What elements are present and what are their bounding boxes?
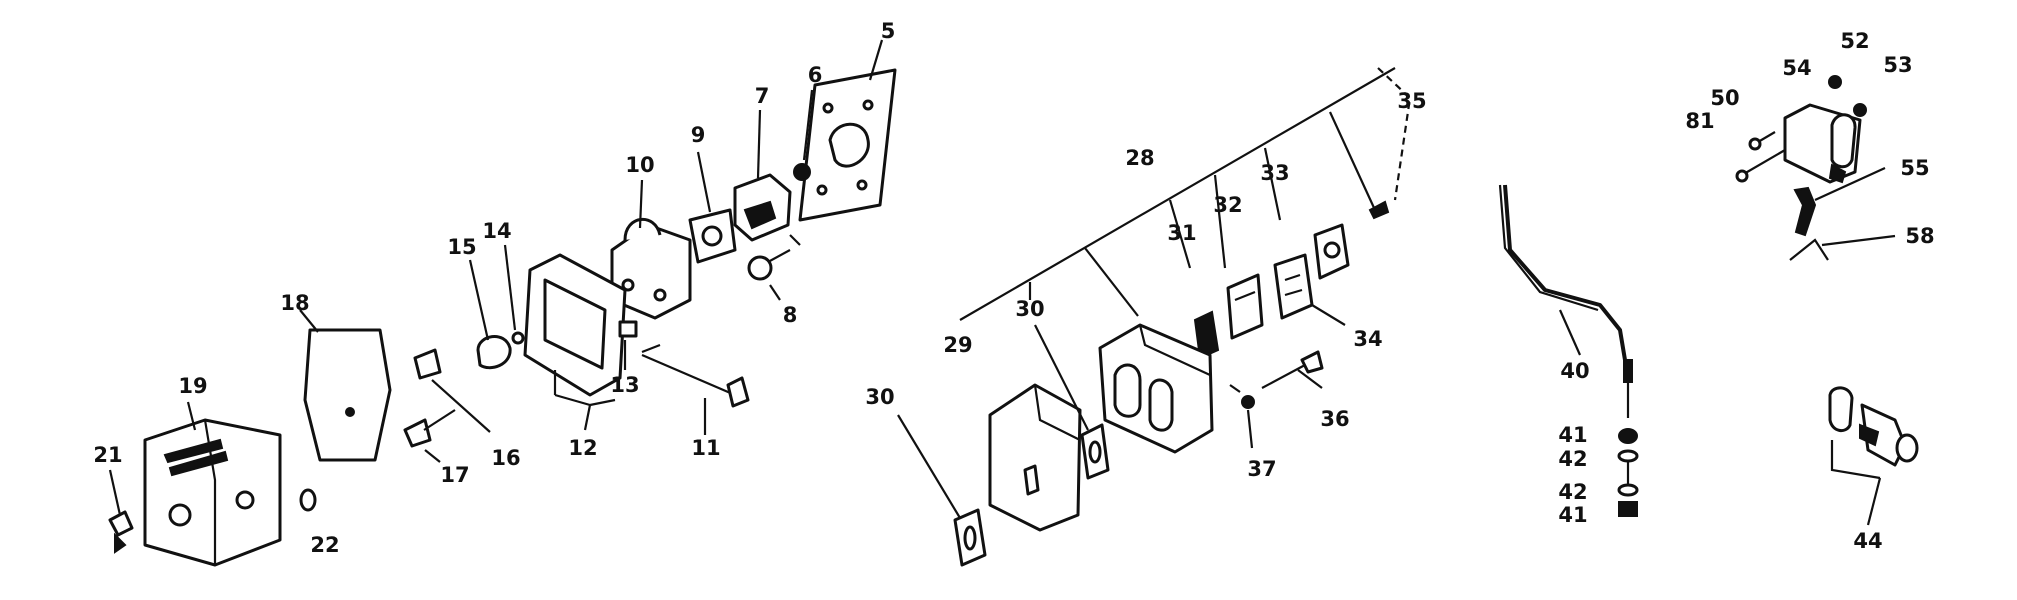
part-34-plate — [1273, 253, 1346, 326]
label-58: 58 — [1905, 224, 1934, 248]
part-58-spring — [1789, 234, 1896, 261]
part-28-muffler — [1098, 323, 1214, 454]
part-52-screw — [1828, 75, 1842, 89]
label-44: 44 — [1853, 529, 1882, 553]
part-55-lever — [1793, 166, 1886, 237]
part-30-gasket-a — [1034, 324, 1110, 480]
label-37: 37 — [1247, 457, 1276, 481]
part-54-switch-housing — [1783, 103, 1862, 184]
part-11-choke-lever — [641, 343, 750, 435]
part-30-gasket-b — [897, 414, 987, 567]
label-52: 52 — [1840, 29, 1869, 53]
label-29: 29 — [943, 333, 972, 357]
label-15: 15 — [447, 235, 476, 259]
part-12-air-cleaner-case — [523, 253, 627, 431]
label-19: 19 — [178, 374, 207, 398]
muffler-group — [897, 67, 1412, 567]
part-50-screw — [1748, 131, 1776, 151]
part-5-gasket — [798, 39, 897, 222]
label-9: 9 — [691, 123, 706, 147]
part-7-carburetor-block — [733, 109, 801, 246]
part-37-washer — [1229, 384, 1255, 449]
label-7: 7 — [755, 84, 770, 108]
label-54: 54 — [1782, 56, 1811, 80]
part-32-screen — [1226, 273, 1264, 340]
part-35-screw — [1368, 200, 1390, 220]
label-42a: 42 — [1558, 447, 1587, 471]
part-19-air-cleaner-cover — [143, 401, 282, 567]
label-22: 22 — [310, 533, 339, 557]
part-8-bolt — [747, 249, 791, 301]
label-42b: 42 — [1558, 480, 1587, 504]
label-36: 36 — [1320, 407, 1349, 431]
label-34: 34 — [1353, 327, 1382, 351]
part-36-bolt — [1261, 350, 1324, 389]
part-13-nut — [618, 320, 638, 370]
label-30a: 30 — [1015, 297, 1044, 321]
label-30b: 30 — [865, 385, 894, 409]
part-9-gasket — [688, 151, 737, 264]
label-41a: 41 — [1558, 423, 1587, 447]
label-50: 50 — [1710, 86, 1739, 110]
part-16-screw — [413, 348, 491, 433]
part-labels: 5 6 7 9 10 8 14 15 18 13 11 12 16 19 17 … — [93, 19, 1934, 557]
label-10: 10 — [625, 153, 654, 177]
part-42-washer-bottom — [1617, 483, 1639, 497]
label-33: 33 — [1260, 161, 1289, 185]
label-21: 21 — [93, 443, 122, 467]
part-6-nut — [793, 89, 814, 181]
label-14: 14 — [482, 219, 511, 243]
part-42-washer-top — [1617, 449, 1639, 463]
label-32: 32 — [1213, 193, 1242, 217]
part-53-screw — [1853, 103, 1867, 117]
part-31-mesh — [1193, 310, 1220, 360]
label-35: 35 — [1397, 89, 1426, 113]
label-12: 12 — [568, 436, 597, 460]
part-29-heat-shield — [988, 383, 1082, 532]
part-44-switch-assembly — [1828, 386, 1919, 526]
label-53: 53 — [1883, 53, 1912, 77]
part-15-knob — [468, 259, 512, 370]
air-filter-carburetor-group — [108, 39, 897, 567]
label-5: 5 — [881, 19, 896, 43]
part-41-nut-top — [1618, 428, 1638, 444]
label-28: 28 — [1125, 146, 1154, 170]
part-41-nut-bottom — [1618, 501, 1638, 517]
label-81: 81 — [1685, 109, 1714, 133]
part-22-ring — [299, 488, 317, 512]
label-6: 6 — [808, 63, 823, 87]
part-18-filter-element — [299, 309, 392, 462]
label-11: 11 — [691, 436, 720, 460]
part-33-gasket — [1313, 223, 1350, 280]
label-41b: 41 — [1558, 503, 1587, 527]
label-40: 40 — [1560, 359, 1589, 383]
switch-group — [1735, 75, 1919, 526]
label-8: 8 — [783, 303, 798, 327]
label-55: 55 — [1900, 156, 1929, 180]
label-16: 16 — [491, 446, 520, 470]
throttle-cable-group — [1498, 184, 1639, 517]
label-13: 13 — [610, 373, 639, 397]
part-81-screw — [1735, 149, 1786, 183]
label-18: 18 — [280, 291, 309, 315]
label-31: 31 — [1167, 221, 1196, 245]
label-17: 17 — [440, 463, 469, 487]
part-14-washer — [503, 244, 525, 345]
part-17-screw — [403, 409, 456, 463]
part-21-wing-nut — [108, 469, 134, 554]
